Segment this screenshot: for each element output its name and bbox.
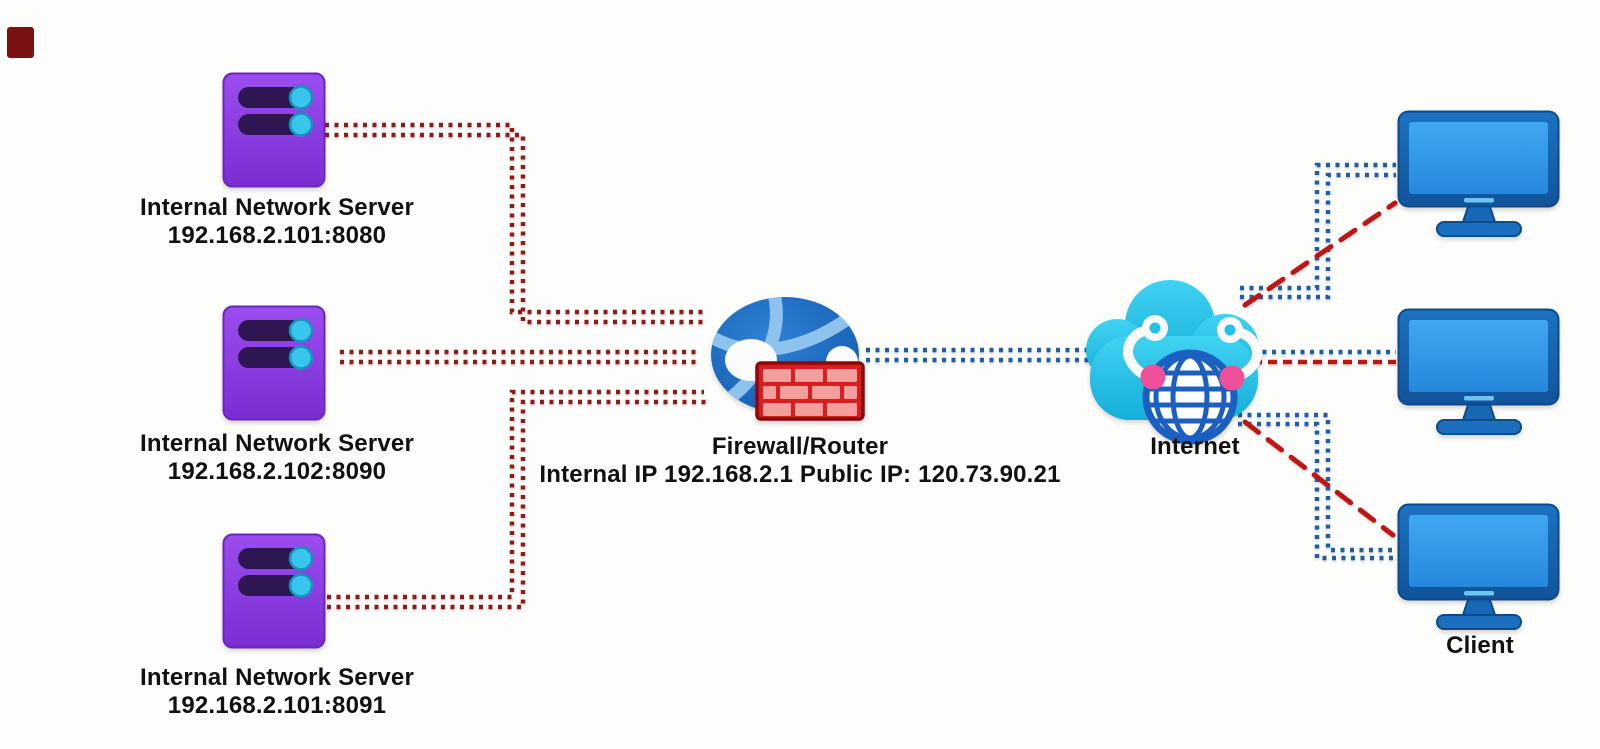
edge-internet-client3-blue (1238, 412, 1396, 553)
brick-wall-icon (755, 361, 865, 421)
edge-internet-client3-blue (1238, 421, 1396, 561)
server-icon (222, 305, 326, 421)
client-label: Client (1380, 632, 1580, 660)
edge-server3-firewall (327, 389, 704, 600)
server2-name: Internal Network Server (139, 430, 415, 457)
corner-marker (7, 27, 34, 58)
edge-internet-client3-red (1242, 419, 1396, 538)
server-icon (222, 72, 326, 188)
internet-name: Internet (1150, 433, 1240, 460)
client-name: Client (1446, 632, 1514, 659)
edge-server3-firewall (327, 399, 708, 610)
server3-address: 192.168.2.101:8091 (167, 692, 387, 719)
edge-internet-client1-blue (1240, 162, 1396, 291)
server2-label: Internal Network Server 192.168.2.102:80… (97, 430, 457, 486)
internet-label: Internet (1095, 433, 1295, 461)
client-monitor-icon (1397, 503, 1560, 630)
client-monitor-icon (1397, 110, 1560, 237)
server2-address: 192.168.2.102:8090 (167, 458, 387, 485)
client-monitor-icon (1397, 308, 1560, 435)
firewall-label: Firewall/Router Internal IP 192.168.2.1 … (510, 433, 1090, 489)
globe-icon (1142, 349, 1238, 445)
firewall-router-icon (711, 297, 865, 421)
server1-address: 192.168.2.101:8080 (167, 222, 387, 249)
firewall-address: Internal IP 192.168.2.1 Public IP: 120.7… (539, 461, 1061, 488)
internet-cloud-icon (1086, 280, 1262, 445)
edge-server1-firewall (325, 122, 703, 315)
pink-node-icon (1140, 364, 1166, 390)
server3-name: Internal Network Server (139, 664, 415, 691)
firewall-name: Firewall/Router (711, 433, 889, 460)
server3-label: Internal Network Server 192.168.2.101:80… (97, 664, 457, 720)
edge-internet-client1-red (1242, 200, 1398, 308)
server-icon (222, 533, 326, 649)
server1-name: Internal Network Server (139, 194, 415, 221)
edge-server1-firewall (325, 132, 707, 325)
server1-label: Internal Network Server 192.168.2.101:80… (97, 194, 457, 250)
pink-node-icon (1219, 365, 1245, 391)
